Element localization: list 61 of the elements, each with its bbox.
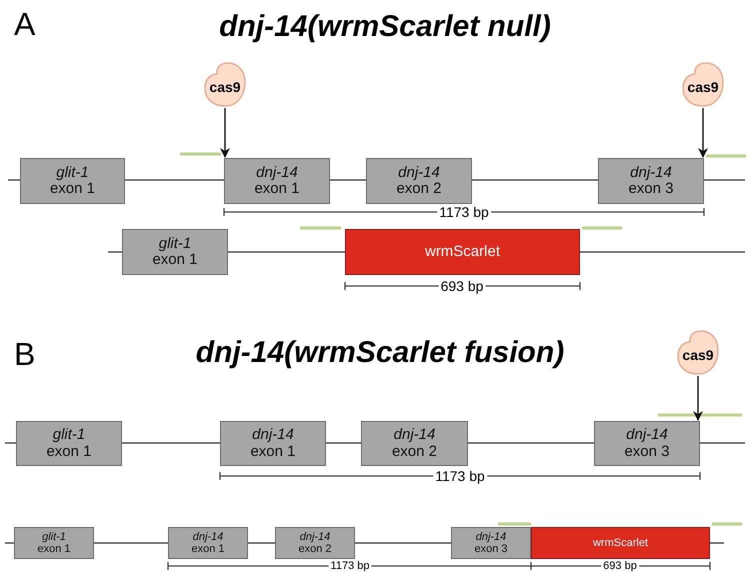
panel-title: dnj-14(wrmScarlet null) bbox=[219, 12, 551, 42]
exon-box bbox=[16, 421, 122, 466]
protein-label: cas9 bbox=[687, 80, 719, 96]
exon-label: exon 3 bbox=[474, 543, 508, 556]
exon-label: exon 1 bbox=[250, 444, 296, 460]
exon-box bbox=[122, 229, 228, 275]
protein-label: cas9 bbox=[682, 348, 714, 364]
exon-box bbox=[361, 421, 468, 466]
insert-box bbox=[531, 527, 710, 559]
exon-box bbox=[20, 158, 125, 204]
gene-name: glit-1 bbox=[42, 530, 66, 543]
exon-label: exon 3 bbox=[624, 444, 670, 460]
arrow bbox=[220, 108, 230, 158]
exon-box bbox=[220, 421, 326, 466]
exon-box bbox=[168, 527, 248, 559]
arrow bbox=[698, 108, 708, 158]
exon-label: exon 1 bbox=[46, 444, 92, 460]
exon-box bbox=[14, 527, 94, 559]
panel-letter: B bbox=[14, 338, 36, 370]
insert-name: wrmScarlet bbox=[592, 536, 648, 550]
exon-box bbox=[224, 158, 330, 204]
gene-name: dnj-14 bbox=[300, 530, 330, 543]
exon-label: exon 1 bbox=[254, 181, 300, 198]
exon-box bbox=[366, 158, 472, 204]
protein-label: cas9 bbox=[209, 80, 241, 96]
gene-name: dnj-14 bbox=[256, 164, 298, 181]
exon-box bbox=[275, 527, 355, 559]
gene-name: dnj-14 bbox=[630, 164, 672, 181]
exon-label: exon 1 bbox=[191, 543, 225, 556]
exon-label: exon 2 bbox=[396, 181, 442, 198]
panel-title: dnj-14(wrmScarlet fusion) bbox=[196, 338, 564, 368]
arrow bbox=[693, 376, 703, 421]
cas9-protein bbox=[682, 62, 724, 108]
length-label: 693 bp bbox=[438, 279, 486, 293]
gene-name: glit-1 bbox=[56, 164, 89, 181]
gene-name: dnj-14 bbox=[394, 427, 436, 444]
exon-box bbox=[451, 527, 531, 559]
length-label: 1173 bp bbox=[433, 469, 487, 483]
insert-name: wrmScarlet bbox=[424, 244, 500, 260]
exon-box bbox=[594, 421, 700, 466]
length-label: 1173 bp bbox=[437, 205, 491, 219]
length-label: 1173 bp bbox=[328, 560, 372, 572]
cas9-protein bbox=[677, 330, 719, 376]
insert-box bbox=[345, 229, 580, 275]
exon-label: exon 3 bbox=[628, 181, 674, 198]
gene-name: dnj-14 bbox=[626, 427, 668, 444]
gene-name: dnj-14 bbox=[476, 530, 506, 543]
length-label: 693 bp bbox=[601, 560, 639, 572]
panel-letter: A bbox=[14, 8, 36, 40]
gene-name: glit-1 bbox=[158, 236, 192, 252]
exon-label: exon 2 bbox=[392, 444, 438, 460]
gene-name: dnj-14 bbox=[252, 427, 294, 444]
cas9-protein bbox=[204, 62, 246, 108]
gene-name: glit-1 bbox=[52, 427, 86, 444]
exon-box bbox=[598, 158, 704, 204]
exon-label: exon 1 bbox=[37, 543, 71, 556]
exon-label: exon 1 bbox=[152, 252, 198, 268]
exon-label: exon 2 bbox=[298, 543, 332, 556]
gene-name: dnj-14 bbox=[192, 530, 224, 543]
gene-name: dnj-14 bbox=[398, 164, 440, 181]
exon-label: exon 1 bbox=[50, 181, 96, 198]
